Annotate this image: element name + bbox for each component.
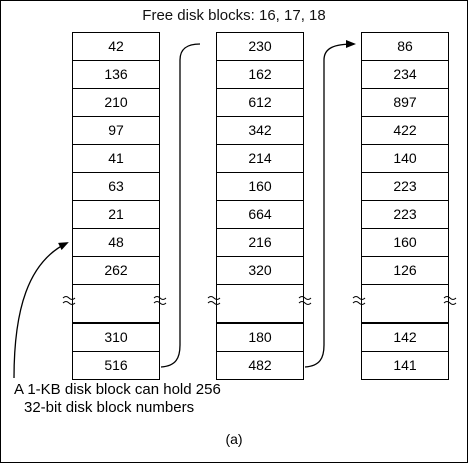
block-entry: 63 — [72, 173, 160, 201]
block-entry: 516 — [72, 352, 160, 380]
note-line-1: A 1-KB disk block can hold 256 — [14, 381, 221, 398]
block-entry: 223 — [361, 173, 449, 201]
block-entry: 230 — [216, 32, 304, 61]
block-entry: 214 — [216, 145, 304, 173]
free-blocks-title: Free disk blocks: 16, 17, 18 — [142, 7, 326, 24]
break-marks — [62, 296, 457, 305]
block-entry: 897 — [361, 89, 449, 117]
annotation-arrow — [13, 242, 69, 379]
block-entry: 310 — [72, 323, 160, 352]
block-entry: 422 — [361, 117, 449, 145]
annotation-note: A 1-KB disk block can hold 256 32-bit di… — [14, 381, 221, 417]
block-entry: 210 — [72, 89, 160, 117]
disk-block-column-1: 42 136 210 97 41 63 21 48 262 310 516 — [72, 32, 160, 380]
disk-block-column-2: 230 162 612 342 214 160 664 216 320 180 … — [216, 32, 304, 380]
block-entry: 97 — [72, 117, 160, 145]
block-entry: 180 — [216, 323, 304, 352]
block-entry: 160 — [216, 173, 304, 201]
elided-entries — [361, 285, 449, 323]
block-entry: 262 — [72, 257, 160, 285]
block-entry: 48 — [72, 229, 160, 257]
figure-caption: (a) — [225, 431, 243, 447]
block-entry: 160 — [361, 229, 449, 257]
note-line-2: 32-bit disk block numbers — [24, 399, 195, 416]
block-entry: 320 — [216, 257, 304, 285]
link-arrow-2-to-3 — [304, 40, 356, 368]
block-entry: 482 — [216, 352, 304, 380]
block-entry: 140 — [361, 145, 449, 173]
block-entry: 86 — [361, 32, 449, 61]
block-entry: 21 — [72, 201, 160, 229]
block-entry: 342 — [216, 117, 304, 145]
block-entry: 41 — [72, 145, 160, 173]
link-arrow-1-to-2 — [160, 43, 201, 368]
block-entry: 142 — [361, 323, 449, 352]
elided-entries — [216, 285, 304, 323]
block-entry: 664 — [216, 201, 304, 229]
block-entry: 216 — [216, 229, 304, 257]
block-entry: 612 — [216, 89, 304, 117]
disk-block-column-3: 86 234 897 422 140 223 223 160 126 142 1… — [361, 32, 449, 380]
block-entry: 42 — [72, 32, 160, 61]
block-entry: 234 — [361, 61, 449, 89]
block-entry: 162 — [216, 61, 304, 89]
block-entry: 126 — [361, 257, 449, 285]
elided-entries — [72, 285, 160, 323]
block-entry: 141 — [361, 352, 449, 380]
block-entry: 136 — [72, 61, 160, 89]
block-entry: 223 — [361, 201, 449, 229]
